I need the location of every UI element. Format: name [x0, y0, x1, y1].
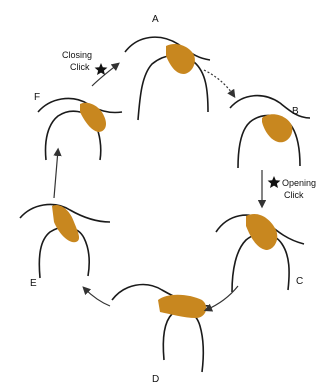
disc — [52, 205, 79, 242]
closing-click-line1: Closing — [62, 50, 92, 60]
stage-a: A — [125, 14, 210, 120]
disc — [80, 103, 106, 132]
stage-label-c: C — [296, 276, 303, 287]
closing-click-note: Closing Click — [62, 50, 107, 75]
star-icon — [95, 63, 108, 75]
disc — [158, 295, 206, 318]
stage-label-d: D — [152, 374, 159, 385]
arrow-d-to-e — [84, 288, 110, 306]
disc — [166, 44, 195, 74]
disc — [246, 214, 277, 250]
stage-c: C — [216, 214, 304, 292]
stage-f: F — [34, 92, 122, 160]
stage-label-b: B — [292, 106, 299, 117]
stage-label-e: E — [30, 278, 37, 289]
stage-label-a: A — [152, 14, 159, 25]
stage-d: D — [112, 285, 210, 385]
disc — [262, 114, 292, 142]
opening-click-note: Opening Click — [268, 176, 316, 200]
opening-click-line2: Click — [284, 190, 304, 200]
opening-click-line1: Opening — [282, 178, 316, 188]
closing-click-line2: Click — [70, 62, 90, 72]
condyle-outline — [163, 310, 203, 372]
arrow-c-to-d — [206, 286, 238, 310]
arrow-a-to-b — [204, 70, 234, 96]
stage-label-f: F — [34, 92, 40, 103]
stage-e: E — [20, 204, 110, 289]
stage-b: B — [230, 96, 310, 168]
star-icon — [268, 176, 281, 188]
arrow-e-to-f — [54, 150, 58, 198]
